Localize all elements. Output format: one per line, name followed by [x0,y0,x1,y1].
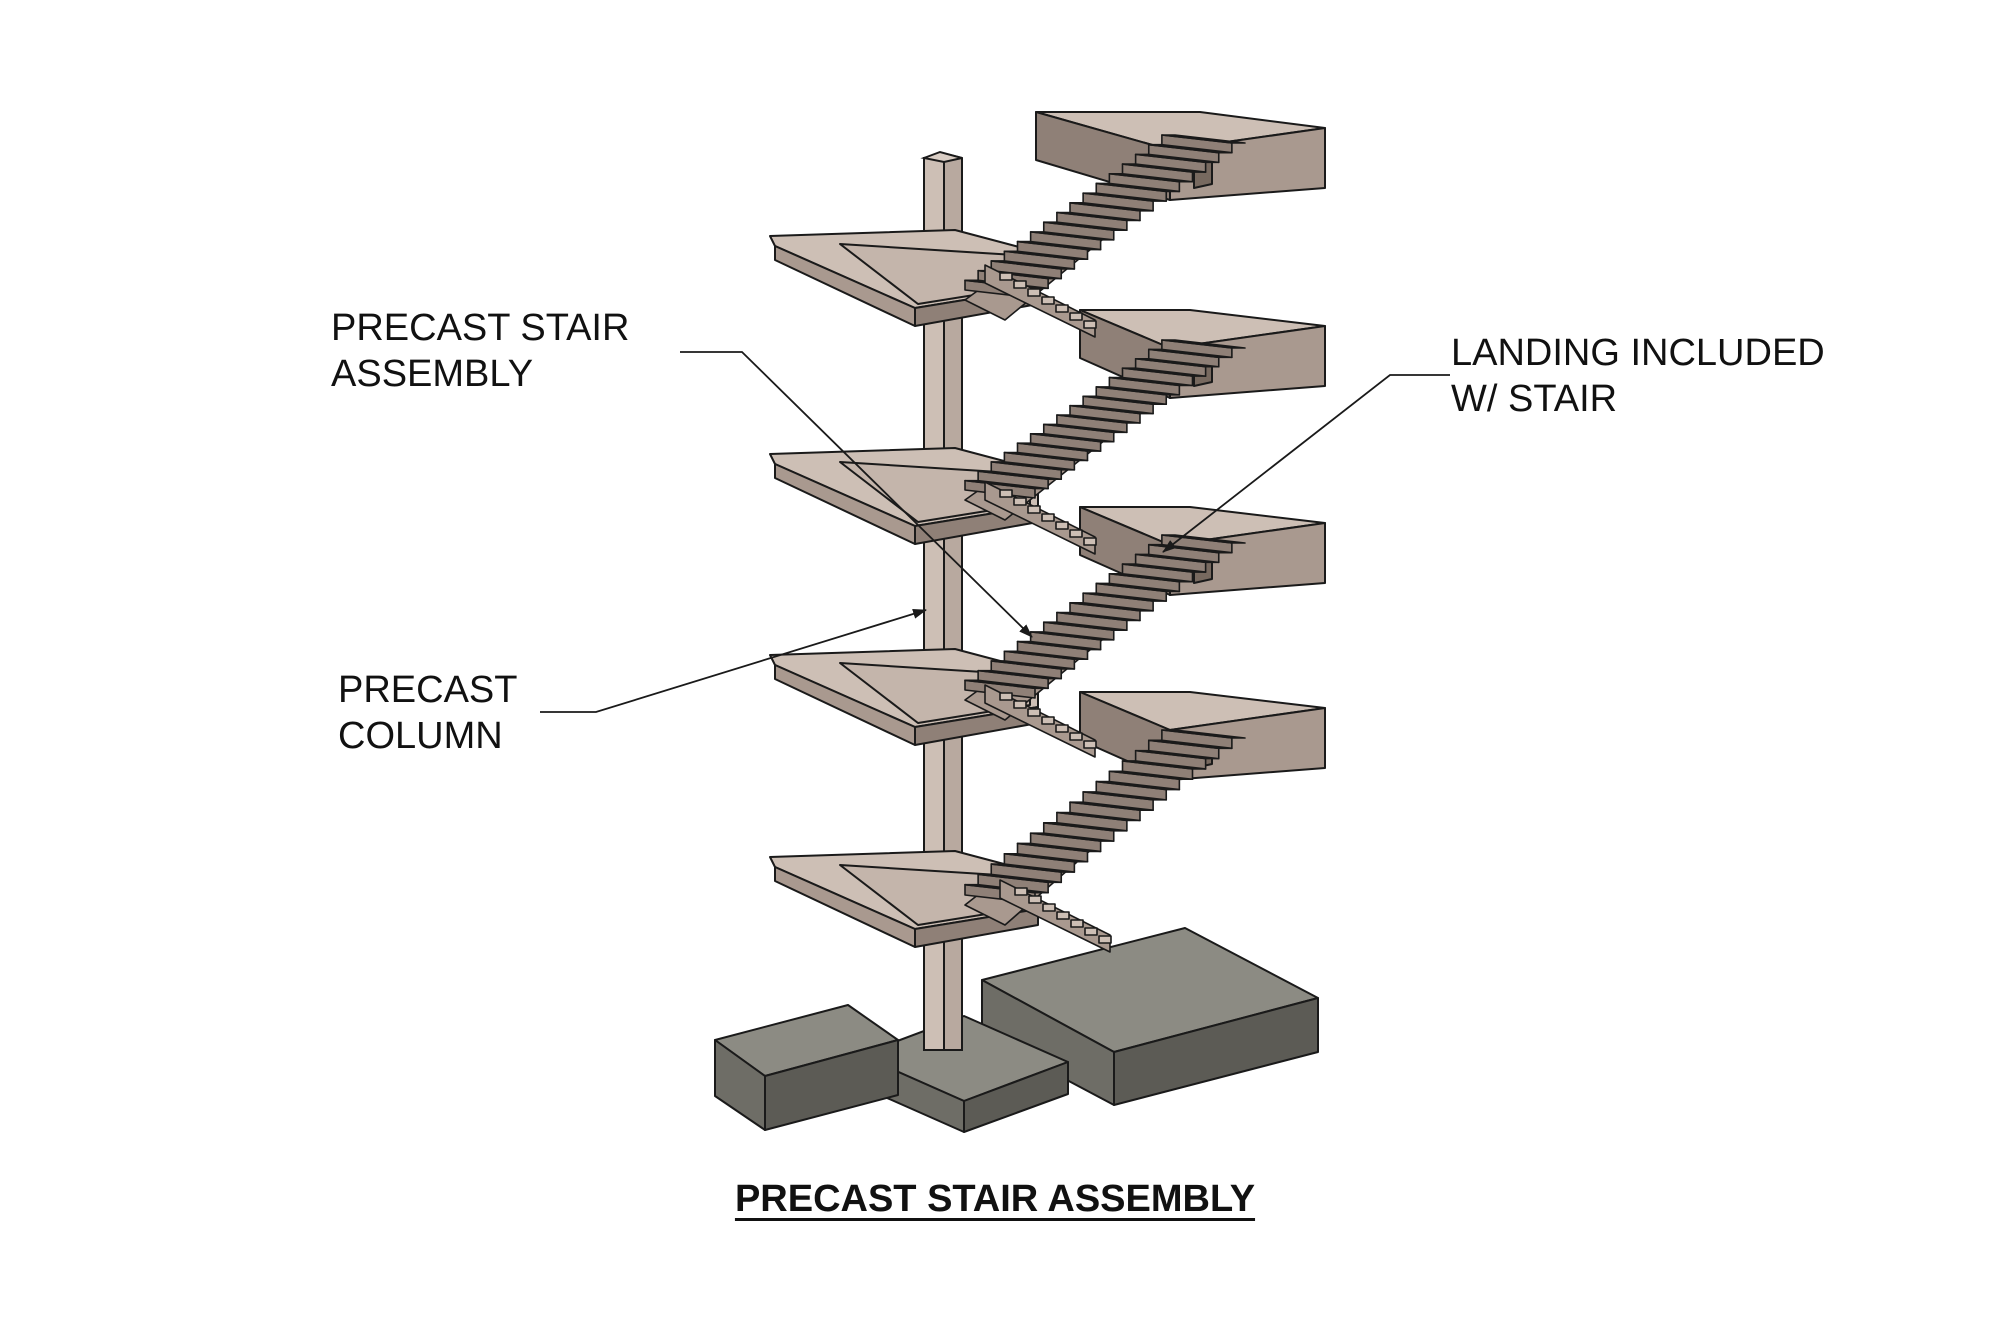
footing-left [714,1004,899,1131]
stair-tread [1161,134,1246,144]
label-line: PRECAST [338,669,518,711]
back-tread [1028,895,1042,904]
back-tread [1083,320,1097,329]
label-line: LANDING INCLUDED [1451,332,1825,374]
back-tread [999,272,1013,281]
precast-column [920,150,963,1051]
stair-tread [1161,729,1246,739]
back-tread [1069,732,1083,741]
back-tread [1013,700,1027,709]
back-tread [1041,716,1055,725]
back-stringer [984,684,1096,758]
leader-column [540,609,927,713]
back-tread [1027,505,1041,514]
label-line: COLUMN [338,715,503,757]
stair-flight-back [999,879,1112,953]
stair-flight-back [984,684,1097,758]
back-tread [1084,927,1098,936]
label-line: ASSEMBLY [331,353,534,395]
stair-flight-back [984,264,1097,338]
foundation-footings [714,927,1319,1133]
leader-landing [1162,374,1450,553]
back-tread [1055,724,1069,733]
back-tread [1041,513,1055,522]
back-tread [1013,280,1027,289]
back-tread [1070,919,1084,928]
back-tread [1042,903,1056,912]
label-landing-included: LANDING INCLUDED W/ STAIR [1451,330,1825,422]
label-line: PRECAST STAIR [331,307,630,349]
back-tread [1027,708,1041,717]
back-tread [1069,529,1083,538]
drawing-title: PRECAST STAIR ASSEMBLY [734,1178,1256,1220]
drawing-title-wrap: PRECAST STAIR ASSEMBLY [0,1178,1990,1221]
back-tread [1069,312,1083,321]
label-line: W/ STAIR [1451,378,1618,420]
footing-right [981,927,1319,1106]
back-tread [1083,537,1097,546]
label-precast-stair-assembly: PRECAST STAIR ASSEMBLY [331,305,629,397]
back-tread [1041,296,1055,305]
leader-lines [540,351,1450,713]
stair-tread [1161,339,1246,349]
back-tread [1027,288,1041,297]
stair-flights [964,134,1246,953]
leader-stair-assembly [680,351,1033,638]
stair-landings [769,229,1039,948]
back-tread [999,489,1013,498]
back-stringer [984,264,1096,338]
back-tread [1083,740,1097,749]
back-tread [1056,911,1070,920]
stair-flight [964,339,1246,521]
back-tread [999,692,1013,701]
label-precast-column: PRECAST COLUMN [338,667,517,759]
back-tread [1014,887,1028,896]
stair-flight-back [984,481,1097,555]
back-stringer [999,879,1111,953]
stair-flight [964,534,1246,721]
back-tread [1055,304,1069,313]
back-tread [1013,497,1027,506]
back-tread [1055,521,1069,530]
back-stringer [984,481,1096,555]
back-tread [1098,935,1112,944]
